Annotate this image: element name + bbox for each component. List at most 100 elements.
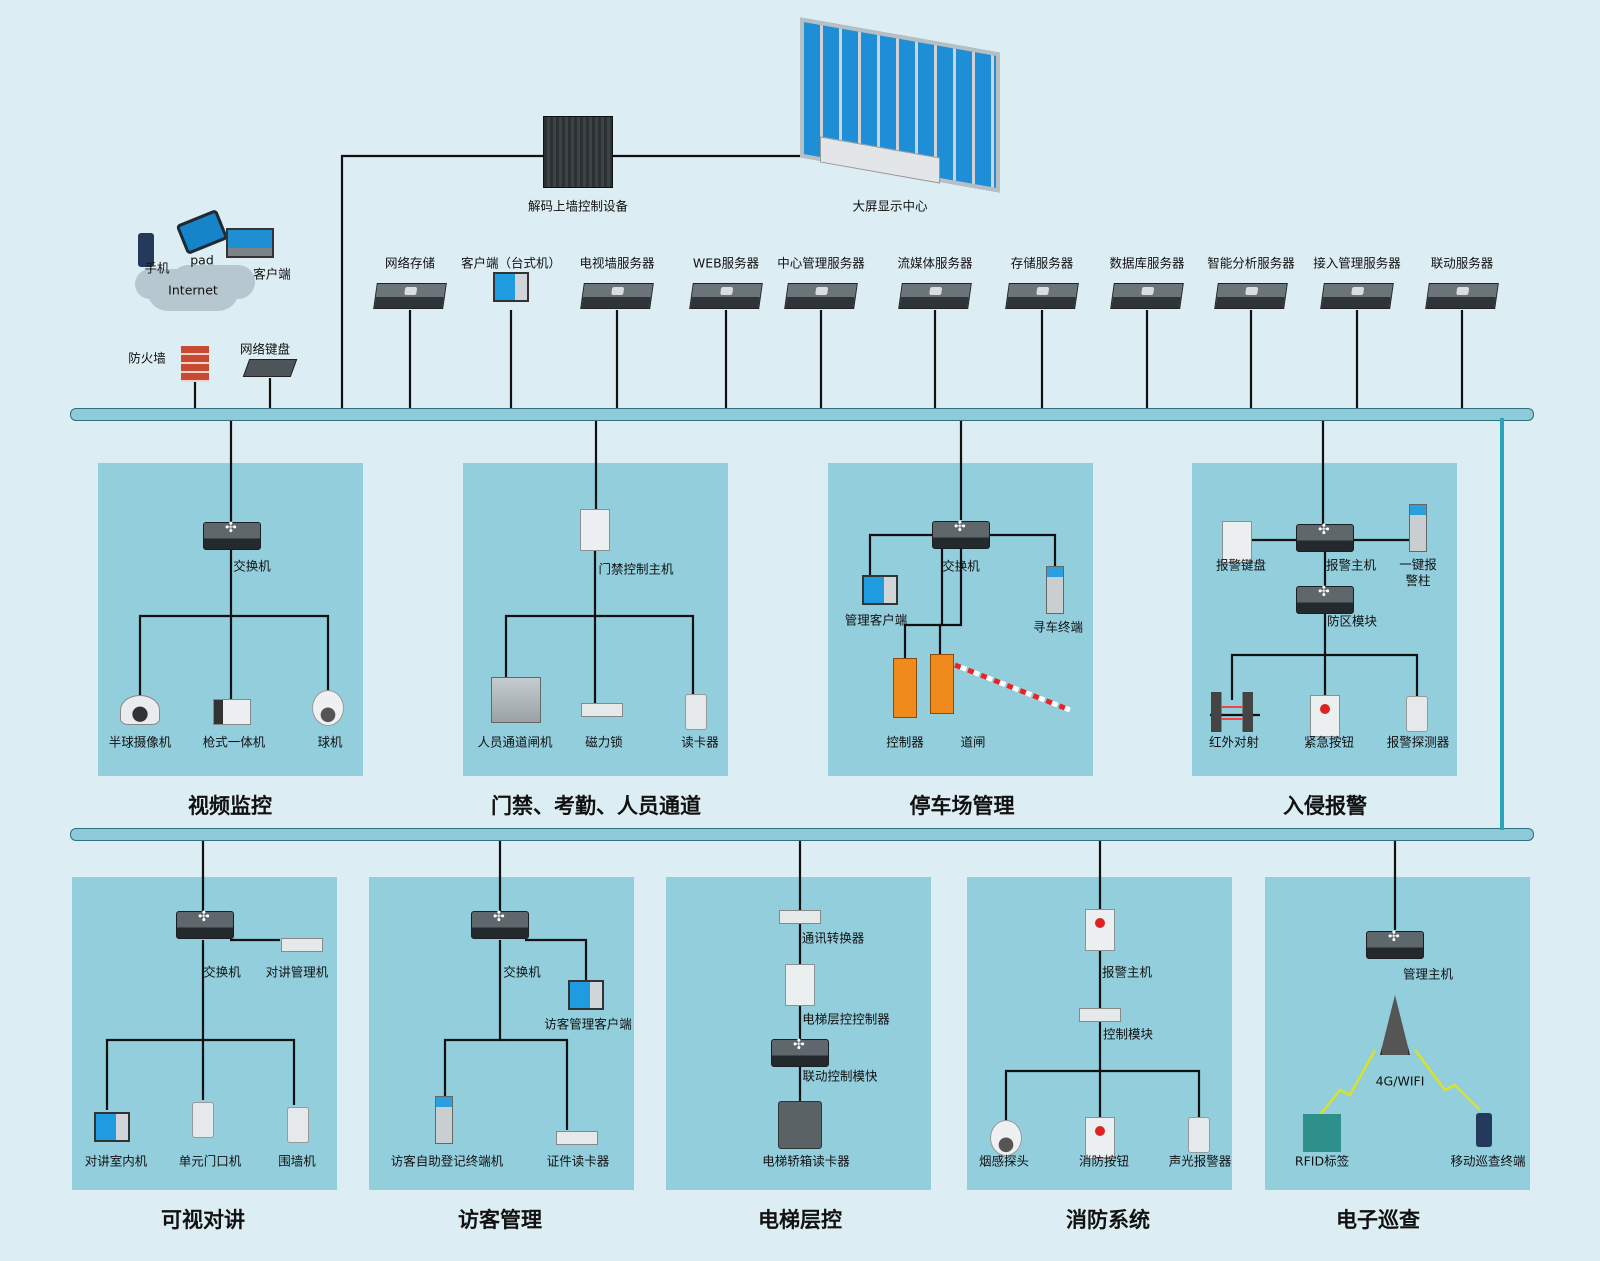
intrusion-section-title: 入侵报警 [1283,794,1367,818]
server-6-label: 存储服务器 [1010,255,1074,271]
switch-label: 交换机 [203,964,241,980]
switch-icon [471,909,529,939]
switch-icon [176,909,234,939]
smoke-detector-label: 烟感探头 [978,1153,1030,1169]
fire-section-title: 消防系统 [1066,1208,1150,1232]
dome-camera-icon [120,695,160,725]
server-8-icon [1214,283,1288,309]
laptop-label: 客户端 [253,266,291,282]
server-0-label: 网络存储 [384,255,436,271]
intercom-manager-icon [281,938,323,952]
server-8-label: 智能分析服务器 [1207,255,1295,271]
server-7-label: 数据库服务器 [1109,255,1185,271]
elevator-section-title: 电梯层控 [758,1208,842,1232]
elevator-card-reader-label: 电梯轿箱读卡器 [762,1153,850,1169]
server-4-label: 中心管理服务器 [777,255,865,271]
network-bus-lower [70,828,1534,841]
server-3-label: WEB服务器 [692,255,760,271]
alarm-host-label: 报警主机 [1325,557,1377,573]
visitor-kiosk-label: 访客自助登记终端机 [390,1153,504,1169]
tablet-label: pad [190,252,214,268]
switch-label: 交换机 [942,558,980,574]
alarm-detector-label: 报警探测器 [1386,734,1450,750]
switch-icon [203,520,261,550]
parking-section-title: 停车场管理 [909,794,1015,818]
alarm-keypad-label: 报警键盘 [1215,557,1267,573]
wire [138,614,330,700]
zone-module-label: 防区模块 [1326,613,1378,629]
magnetic-lock-label: 磁力锁 [585,734,623,750]
intercom-section-title: 可视对讲 [161,1208,245,1232]
server-3-icon [689,283,763,309]
server-6-icon [1005,283,1079,309]
fire-button-icon [1085,1117,1115,1159]
parking-controller-icon [893,658,917,718]
elevator-controller-icon [785,964,815,1006]
access-controller-icon [580,509,610,551]
patrol-host-label: 管理主机 [1402,966,1454,982]
visitor-section-title: 访客管理 [458,1208,542,1232]
car-finder-kiosk-label: 寻车终端 [1032,619,1084,635]
alarm-pillar-icon [1409,504,1427,552]
wire [105,1038,296,1110]
firewall-label: 防火墙 [128,350,166,366]
server-4-icon [784,283,858,309]
visitor-kiosk-icon [435,1096,453,1144]
switch-label: 交换机 [233,558,271,574]
elevator-card-reader-icon [778,1101,822,1149]
id-reader-icon [556,1131,598,1145]
control-module-label: 控制模块 [1102,1026,1154,1042]
alarm-host-icon [1296,522,1354,552]
wall-station-label: 围墙机 [278,1153,316,1169]
wire [1230,653,1419,700]
server-9-label: 接入管理服务器 [1313,255,1401,271]
network-bus-upper [70,408,1534,421]
internet-cloud-icon [147,269,239,311]
patrol-section-title: 电子巡查 [1336,1208,1420,1232]
server-1-label: 客户端（台式机） [460,255,562,271]
barrier-gate-label: 道闸 [960,734,986,750]
card-reader-label: 读卡器 [681,734,719,750]
panic-button-label: 紧急按钮 [1303,734,1355,750]
wire [938,548,963,665]
card-reader-icon [685,694,707,730]
magnetic-lock-icon [581,703,623,717]
network-keyboard-icon [242,359,298,377]
patrol-terminal-label: 移动巡查终端 [1450,1153,1526,1169]
management-pc-label: 管理客户端 [844,612,908,628]
decoder-label: 解码上墙控制设备 [527,198,629,214]
alarm-pillar-label: 一键报 警柱 [1399,557,1437,588]
strobe-alarm-icon [1188,1117,1210,1153]
parking-controller-label: 控制器 [886,734,924,750]
door-station-label: 单元门口机 [178,1153,242,1169]
bus-riser [1500,418,1504,830]
visitor-pc-icon [568,980,604,1010]
server-10-label: 联动服务器 [1430,255,1494,271]
control-module-icon [1079,1008,1121,1022]
wireless-link-left [1319,1049,1377,1116]
intercom-manager-label: 对讲管理机 [265,964,329,980]
video-section-title: 视频监控 [188,794,272,818]
wall-station-icon [287,1107,309,1143]
switch-icon [932,519,990,549]
bullet-camera-icon [213,699,251,725]
tower-label: 4G/WIFI [1375,1073,1425,1089]
wire [525,938,588,980]
id-reader-label: 证件读卡器 [546,1153,610,1169]
access-section-title: 门禁、考勤、人员通道 [491,794,701,818]
wire [978,533,1057,575]
car-finder-kiosk-icon [1046,566,1064,614]
server-9-icon [1320,283,1394,309]
linkage-module-icon [771,1037,829,1067]
door-station-icon [192,1102,214,1138]
phone-icon [138,233,154,267]
indoor-monitor-label: 对讲室内机 [84,1153,148,1169]
rfid-tag-label: RFID标签 [1294,1153,1350,1169]
phone-label: 手机 [144,260,170,276]
wire [443,1038,569,1130]
wire [504,614,695,700]
ptz-camera-icon [312,690,344,726]
turnstile-icon [491,677,541,723]
zone-module-icon [1296,584,1354,614]
